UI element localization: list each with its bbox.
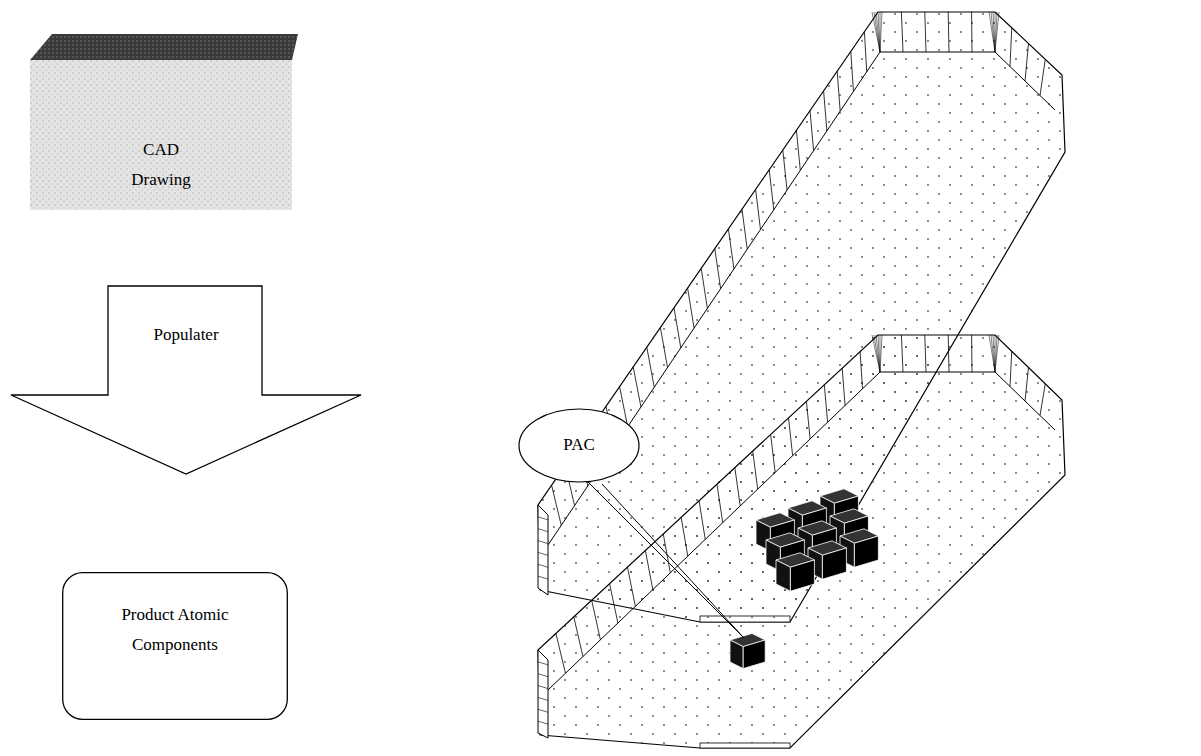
callout-leader [588,482,744,638]
components-box: Product Atomic Components [62,572,288,720]
node-label: PAC [539,430,619,460]
component-cubes [730,489,878,669]
tray-drawings [538,12,1065,748]
cad-drawing-slab: CAD Drawing [30,60,292,210]
callout-ellipse: PAC [518,408,640,483]
node-label: Product Atomic Components [120,600,230,660]
node-label: CAD Drawing [116,135,206,195]
node-shape [10,285,362,475]
slab-top [30,34,298,60]
node-label: Populater [111,320,261,350]
populater-arrow: Populater [10,285,362,475]
